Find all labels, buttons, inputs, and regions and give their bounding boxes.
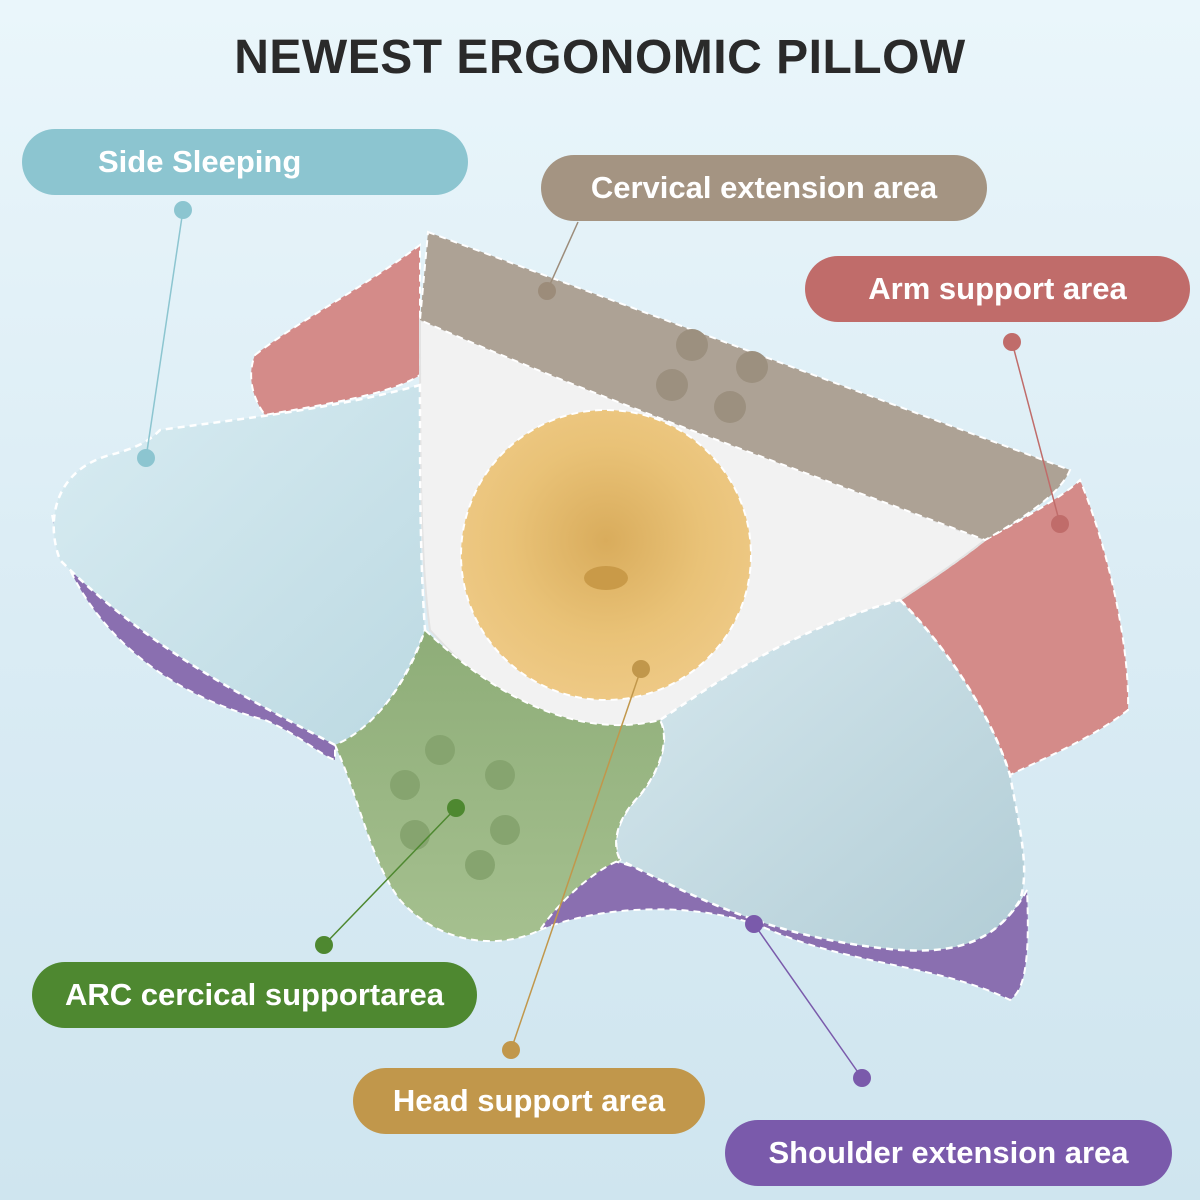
arc-cervical-dot (315, 936, 333, 954)
cervical-massage-bumps (656, 329, 768, 423)
cervical-extension-label: Cervical extension area (541, 155, 987, 221)
arc-cervical-anchor-dot (447, 799, 465, 817)
side-sleeping-label: Side Sleeping (22, 129, 468, 195)
shoulder-extension-label: Shoulder extension area (725, 1120, 1172, 1186)
arm-support-wall-left (250, 243, 421, 417)
arm-support-dot (1003, 333, 1021, 351)
cervical-extension-dot (538, 282, 556, 300)
arm-support-anchor-dot (1051, 515, 1069, 533)
side-sleeping-zone-right (614, 598, 1026, 952)
head-support-dot (502, 1041, 520, 1059)
cervical-extension-zone (418, 230, 1072, 542)
side-sleeping-anchor-dot (137, 449, 155, 467)
page-title: NEWEST ERGONOMIC PILLOW (234, 31, 966, 84)
arm-support-wall-right (898, 478, 1130, 777)
head-support-label: Head support area (353, 1068, 705, 1134)
shoulder-extension-anchor-dot (745, 915, 763, 933)
arc-cervical-label: ARC cercical supportarea (32, 962, 477, 1028)
side-sleeping-dot (174, 201, 192, 219)
shoulder-extension-dot (853, 1069, 871, 1087)
head-support-dimple (584, 566, 628, 590)
leader-lines (145, 209, 1061, 1079)
head-support-zone (460, 409, 752, 701)
arc-massage-bumps (390, 735, 520, 880)
arm-support-label: Arm support area (805, 256, 1190, 322)
head-support-anchor-dot (632, 660, 650, 678)
side-sleeping-zone-left (52, 383, 427, 747)
